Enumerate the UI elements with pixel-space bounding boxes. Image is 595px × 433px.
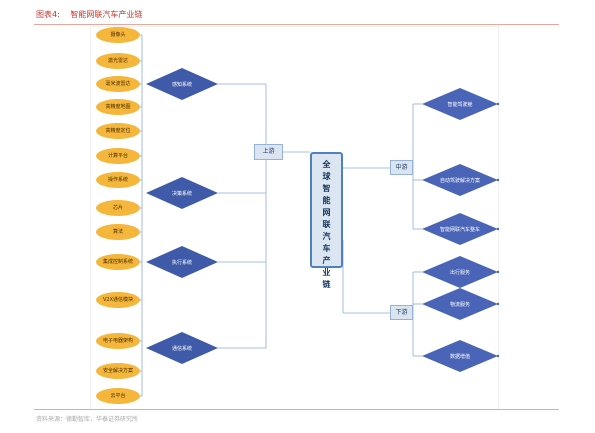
- oval-hd-map: 高精度地图: [96, 99, 140, 115]
- footer-divider: [34, 409, 559, 410]
- diamond-perception-system: 感知系统: [146, 68, 218, 100]
- oval-chip: 芯片: [96, 200, 140, 216]
- figure-number: 图表4:: [36, 10, 60, 19]
- diamond-icv-vehicle: 智能网联汽车整车: [422, 213, 498, 245]
- diamond-logistics-service: 物流服务: [422, 288, 498, 320]
- diamond-decision-system: 决策系统: [146, 177, 218, 209]
- diamond-communication-system: 通信系统: [146, 332, 218, 364]
- oval-v2x-module: V2X通信模块: [96, 292, 140, 308]
- oval-lidar: 激光雷达: [96, 53, 140, 69]
- oval-ee-architecture: 电子电器架构: [96, 333, 140, 349]
- oval-algorithm: 算法: [96, 224, 140, 240]
- oval-cloud: 云平台: [96, 388, 140, 404]
- upstream-box: 上游: [254, 144, 283, 160]
- diamond-autonomous-driving-solution: 自动驾驶解决方案: [422, 164, 498, 196]
- midstream-box: 中游: [390, 160, 413, 175]
- header-divider: [34, 24, 559, 25]
- downstream-box: 下游: [390, 305, 413, 320]
- diamond-data-value-added: 数据增值: [422, 340, 498, 372]
- diamond-smart-cockpit: 智能驾驶舱: [422, 88, 498, 120]
- diamond-execution-system: 执行系统: [146, 246, 218, 278]
- oval-mmwave-radar: 毫米波雷达: [96, 76, 140, 92]
- oval-compute-platform: 计算平台: [96, 148, 140, 164]
- oval-hd-positioning: 高精度定位: [96, 123, 140, 139]
- oval-security: 安全解决方案: [96, 363, 140, 379]
- oval-os: 操作系统: [96, 172, 140, 188]
- diamond-mobility-service: 出行服务: [422, 256, 498, 288]
- figure-header: 图表4: 智能网联汽车产业链: [36, 10, 556, 26]
- oval-integrated-control: 集成控制系统: [96, 254, 140, 270]
- oval-camera: 摄像头: [96, 27, 140, 43]
- figure-title: 智能网联汽车产业链: [70, 10, 143, 19]
- source-note: 资料来源：德勤智库，华泰证券研究所: [36, 416, 139, 423]
- center-chain-box: 全 球 智 能 网 联 汽 车 产 业链: [310, 152, 343, 289]
